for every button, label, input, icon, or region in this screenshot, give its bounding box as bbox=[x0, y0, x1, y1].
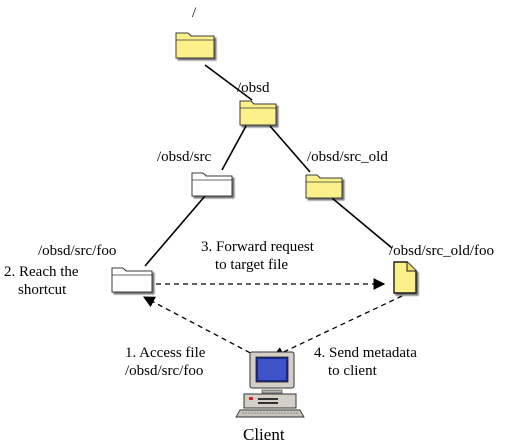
edge-obsd-src bbox=[221, 125, 247, 171]
node-label-src-old: /obsd/src_old bbox=[307, 149, 388, 165]
file-icon-src-old-foo bbox=[393, 261, 417, 294]
step3-line2: to target file bbox=[215, 257, 289, 273]
step2-line1: 2. Reach the bbox=[4, 264, 79, 280]
folder-icon-root bbox=[175, 32, 215, 59]
step4-line1: 4. Send metadata bbox=[314, 345, 417, 361]
folder-icon-src-old bbox=[305, 174, 343, 199]
edge-obsd-srcold bbox=[269, 125, 311, 173]
node-label-root: / bbox=[192, 5, 197, 21]
step1-label: 1. Access file /obsd/src/foo bbox=[125, 344, 205, 380]
step4-line2: to client bbox=[328, 363, 377, 379]
arrow-access-file bbox=[142, 296, 259, 358]
node-label-src-old-foo: /obsd/src_old/foo bbox=[389, 243, 494, 259]
computer-icon bbox=[235, 351, 305, 418]
step2-line2: shortcut bbox=[18, 282, 67, 298]
step3-label: 3. Forward request to target file bbox=[201, 238, 314, 274]
step3-line1: 3. Forward request bbox=[201, 239, 314, 255]
folder-icon-src bbox=[191, 172, 233, 197]
step1-line2: /obsd/src/foo bbox=[125, 363, 204, 379]
folder-icon-obsd bbox=[239, 100, 277, 126]
node-label-src: /obsd/src bbox=[157, 149, 212, 165]
node-label-src-foo: /obsd/src/foo bbox=[38, 243, 117, 259]
edge-src-srcfoo bbox=[144, 195, 206, 267]
step4-label: 4. Send metadata to client bbox=[314, 344, 417, 380]
node-label-obsd: /obsd bbox=[237, 80, 270, 96]
step2-label: 2. Reach the shortcut bbox=[4, 263, 79, 299]
step1-line1: 1. Access file bbox=[125, 345, 206, 361]
edge-root-obsd bbox=[204, 64, 253, 101]
arrow-send-metadata bbox=[271, 295, 403, 358]
client-label: Client bbox=[243, 425, 285, 444]
shortcut-folder-icon-src-foo bbox=[111, 267, 153, 293]
edge-srcold-srcoldfoo bbox=[331, 197, 393, 249]
